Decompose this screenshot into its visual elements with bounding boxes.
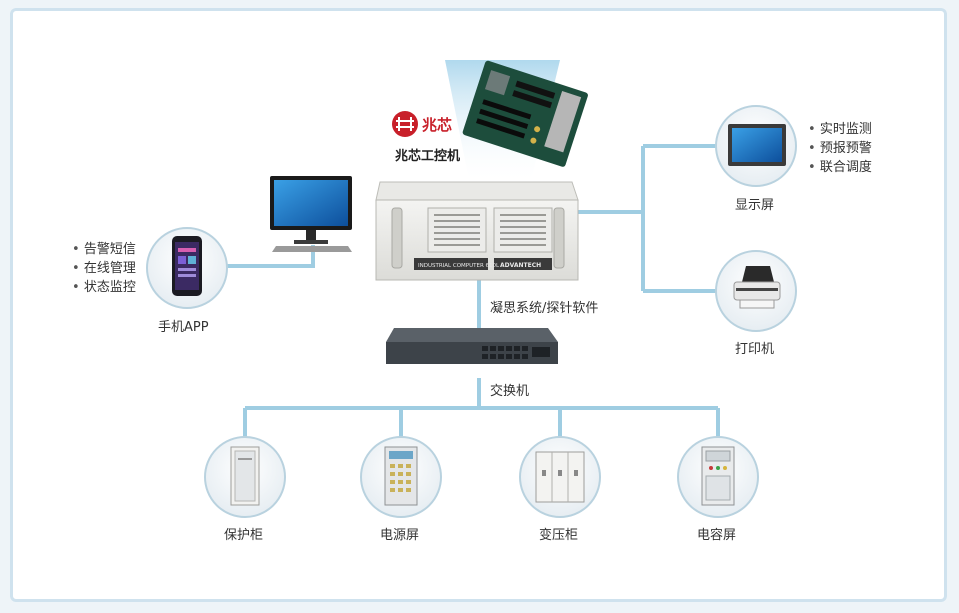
display-feature-list: 实时监测 预报预警 联合调度 (808, 120, 872, 177)
brand-name: 兆芯 (422, 116, 453, 134)
label-printer: 打印机 (735, 342, 775, 357)
phone-icon (172, 236, 202, 296)
label-phone: 手机APP (158, 320, 209, 335)
cabinet-icon-capacitor (701, 446, 735, 506)
phone-feature-item: 告警短信 (72, 240, 136, 259)
display-feature-item: 实时监测 (808, 120, 872, 139)
display-feature-item: 联合调度 (808, 158, 872, 177)
phone-feature-list: 告警短信 在线管理 状态监控 (72, 240, 136, 297)
connector-lines (226, 144, 720, 440)
cabinet-icon-transformer (535, 451, 585, 503)
ipc-chassis-icon (375, 181, 579, 281)
ipc-marking-right: ADVANTECH (500, 262, 541, 269)
label-switch: 交换机 (490, 384, 530, 399)
label-power: 电源屏 (380, 528, 420, 543)
cabinet-icon-power (384, 446, 418, 506)
monitor-icon (270, 176, 352, 252)
switch-icon (386, 328, 558, 364)
label-display: 显示屏 (735, 198, 775, 213)
motherboard-icon (462, 60, 588, 167)
label-software: 凝思系统/探针软件 (490, 301, 599, 316)
brand-title: 兆芯工控机 (395, 149, 461, 164)
display-icon (728, 124, 786, 166)
brand-logo-icon (392, 111, 418, 137)
ipc-marking-left: INDUSTRIAL COMPUTER 610L (418, 263, 500, 269)
display-feature-item: 预报预警 (808, 139, 872, 158)
phone-feature-item: 状态监控 (72, 278, 136, 297)
label-capacitor: 电容屏 (697, 528, 737, 543)
label-protection: 保护柜 (224, 528, 264, 543)
label-transformer: 变压柜 (539, 528, 579, 543)
phone-feature-item: 在线管理 (72, 259, 136, 278)
printer-icon (733, 266, 781, 309)
cabinet-icon-protection (230, 446, 260, 506)
